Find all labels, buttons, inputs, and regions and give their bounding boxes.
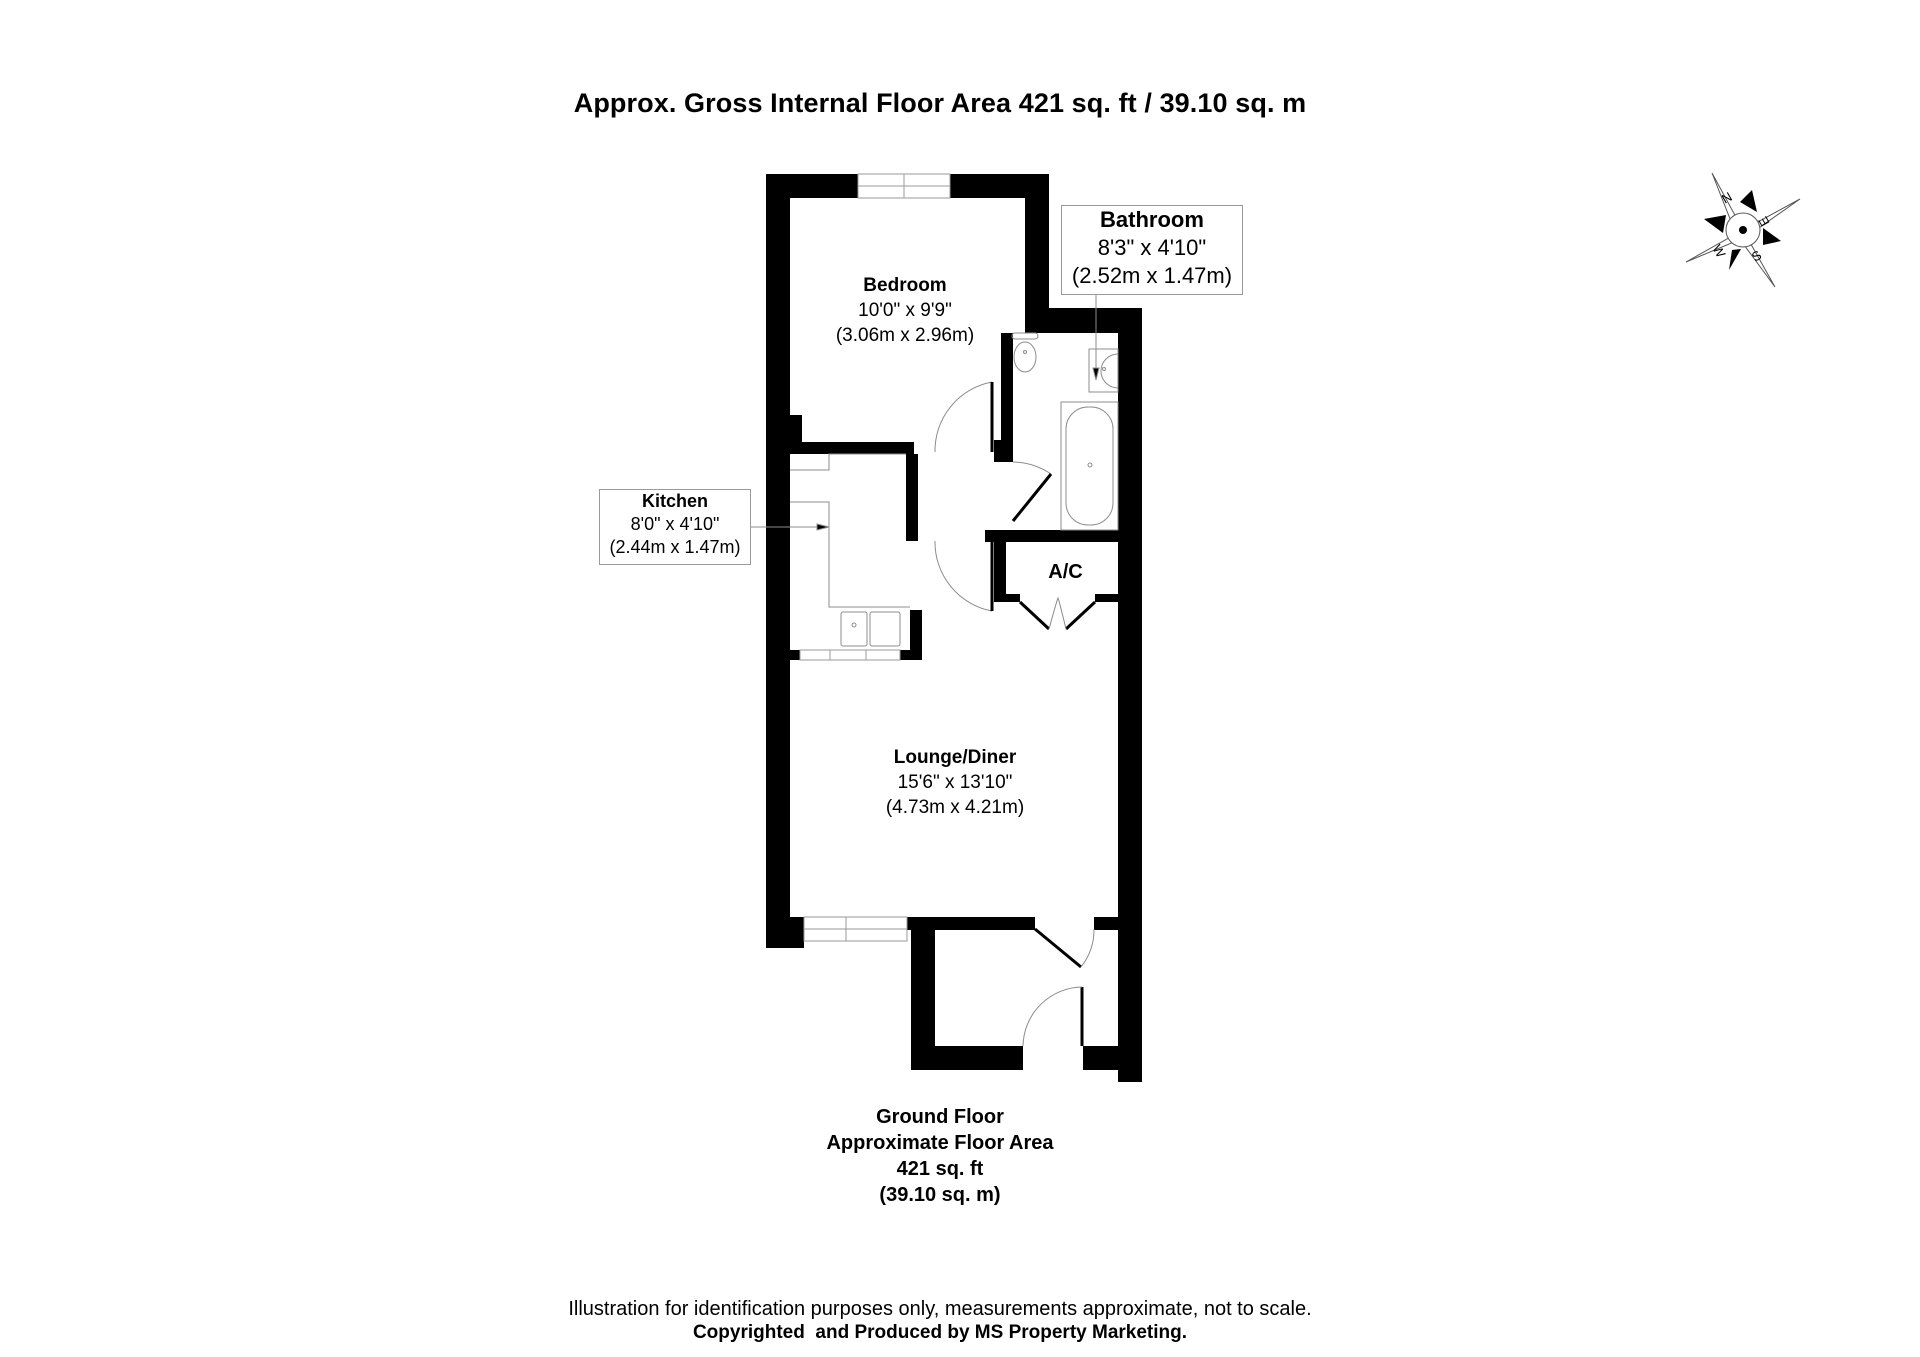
room-dimensions-metric: (2.44m x 1.47m) [609, 537, 741, 557]
room-dimensions-imperial: 8'3" x 4'10" [1097, 235, 1207, 260]
floor-area-imperial: 421 sq. ft [896, 1158, 984, 1180]
callout-leaders [749, 293, 1100, 531]
fixtures [790, 332, 1119, 647]
floor-area-label: Approximate Floor Area [826, 1132, 1054, 1154]
room-name: Bedroom [863, 275, 947, 296]
footer: Illustration for identification purposes… [0, 1298, 1880, 1344]
room-dimensions-imperial: 15'6" x 13'10" [897, 772, 1013, 793]
walls [766, 174, 1142, 1082]
room-label-bedroom: Bedroom 10'0" x 9'9" (3.06m x 2.96m) [800, 273, 1010, 348]
room-dimensions-metric: (3.06m x 2.96m) [835, 325, 975, 346]
room-label-lounge-diner: Lounge/Diner 15'6" x 13'10" (4.73m x 4.2… [840, 745, 1070, 820]
copyright-text: Copyrighted and Produced by MS Property … [692, 1322, 1188, 1343]
room-dimensions-metric: (4.73m x 4.21m) [885, 797, 1025, 818]
room-dimensions-imperial: 10'0" x 9'9" [858, 300, 952, 321]
disclaimer-text: Illustration for identification purposes… [568, 1298, 1312, 1320]
room-name: Lounge/Diner [893, 747, 1017, 768]
room-dimensions-imperial: 8'0" x 4'10" [630, 514, 720, 534]
room-label-airing-cupboard: A/C [1013, 560, 1118, 585]
floor-area-metric: (39.10 sq. m) [879, 1184, 1001, 1206]
svg-text:S: S [1749, 247, 1764, 264]
room-callout-kitchen: Kitchen 8'0" x 4'10" (2.44m x 1.47m) [599, 489, 751, 565]
room-name: Kitchen [641, 491, 708, 511]
svg-text:N: N [1719, 189, 1735, 207]
room-name: Bathroom [1100, 207, 1204, 232]
floor-summary: Ground Floor Approximate Floor Area 421 … [740, 1104, 1140, 1208]
room-callout-bathroom: Bathroom 8'3" x 4'10" (2.52m x 1.47m) [1061, 205, 1243, 295]
floor-area-title: Approx. Gross Internal Floor Area 421 sq… [573, 88, 1307, 118]
windows [799, 173, 951, 942]
doors [934, 381, 1097, 1047]
room-name: A/C [1048, 561, 1083, 583]
floor-name: Ground Floor [876, 1106, 1004, 1128]
room-dimensions-metric: (2.52m x 1.47m) [1071, 263, 1233, 288]
compass-rose-icon: N E S W [1685, 172, 1801, 288]
